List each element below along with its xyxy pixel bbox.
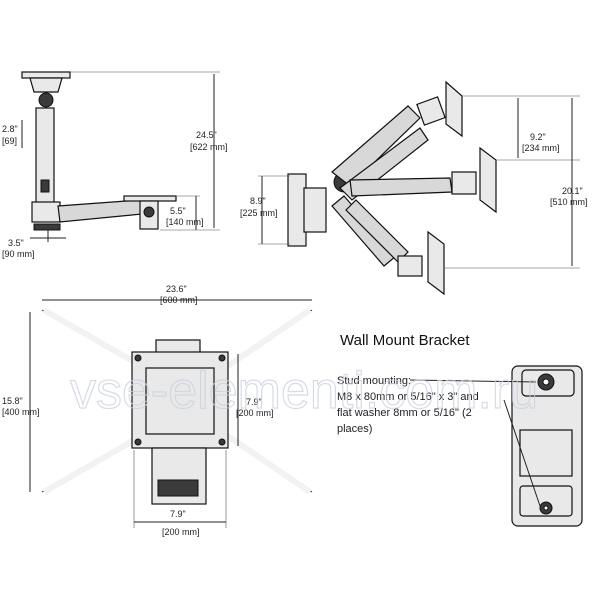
- front-rail-lower-right: [219, 429, 313, 495]
- side-top-plate: [21, 71, 71, 79]
- bracket-note-line-3: flat washer 8mm or 5/16" (2: [337, 407, 472, 419]
- front-width-mm-label: [600 mm]: [160, 295, 198, 305]
- side-view: 24.5" [622 mm] 2.8" [69] 5.5" [140 mm] 3…: [2, 71, 228, 259]
- motion-middle-arm: [349, 177, 453, 197]
- side-head-knob: [143, 206, 155, 218]
- motion-wall-plate: [287, 173, 307, 247]
- front-vesa-h-label: 7.9": [246, 397, 262, 407]
- motion-view: 8.9" [225 mm] 9.2" [234 mm] 20.1" [510 m…: [240, 80, 588, 296]
- motion-plate-height-label: 8.9": [250, 196, 266, 206]
- bracket-bottom-block: [519, 485, 573, 517]
- side-top-width-mm-label: [69]: [2, 136, 17, 146]
- motion-wall-block: [303, 187, 327, 233]
- motion-upper-arm: [331, 105, 421, 187]
- bracket-top-bolt-inner: [542, 378, 550, 386]
- front-rail-upper-right: [219, 307, 313, 373]
- motion-middle-head: [451, 171, 477, 195]
- motion-total-height-label: 20.1": [562, 186, 583, 196]
- side-head-plate: [123, 195, 177, 202]
- bracket-leader-top: [409, 379, 537, 383]
- front-vesa-hole-tr: [218, 354, 226, 362]
- front-vesa-h-mm-label: [200 mm]: [236, 408, 274, 418]
- front-vesa-hole-bl: [134, 438, 142, 446]
- side-height-mm-label: [622 mm]: [190, 142, 228, 152]
- side-base-width-label: 3.5": [8, 238, 24, 248]
- side-top-width-label: 2.8": [2, 124, 18, 134]
- bracket-note-line-2: M8 x 80mm or 5/16" x 3" and: [337, 391, 479, 403]
- motion-lower-plate: [427, 230, 445, 296]
- bracket-note-line-4: places): [337, 423, 372, 435]
- bracket-section: Wall Mount Bracket Stud mounting: M8 x 8…: [337, 332, 583, 527]
- front-height-mm-label: [400 mm]: [2, 407, 40, 417]
- front-vesa-hole-tl: [134, 354, 142, 362]
- front-vesa-hole-br: [218, 438, 226, 446]
- front-height-label: 15.8": [2, 396, 23, 406]
- side-column-slot: [40, 179, 50, 193]
- side-drop-mm-label: [140 mm]: [166, 217, 204, 227]
- motion-lower-head: [397, 255, 423, 277]
- front-vesa-w-label: 7.9": [170, 509, 186, 519]
- side-pivot-top: [38, 92, 54, 108]
- side-drop-label: 5.5": [170, 206, 186, 216]
- front-view: 23.6" [600 mm] 15.8" [400 mm] 7.9" [200 …: [2, 284, 313, 537]
- front-vesa-w-mm-label: [200 mm]: [162, 527, 200, 537]
- bracket-bottom-bolt-inner: [543, 505, 549, 511]
- motion-total-height-mm-label: [510 mm]: [550, 197, 588, 207]
- bracket-title: Wall Mount Bracket: [340, 332, 470, 349]
- front-width-label: 23.6": [166, 284, 187, 294]
- watermark-text: vse-elementi.com.ru: [70, 362, 538, 420]
- side-base-width-mm-label: [90 mm]: [2, 249, 35, 259]
- front-vesa-inner: [145, 367, 215, 435]
- bracket-leader-bottom: [503, 399, 541, 507]
- motion-plate-height-mm-label: [225 mm]: [240, 208, 278, 218]
- motion-middle-plate: [479, 146, 497, 214]
- front-lower-slot: [157, 479, 199, 497]
- motion-upper-plate: [445, 80, 463, 138]
- side-lower-joint: [31, 201, 61, 223]
- side-base: [33, 223, 61, 231]
- motion-upper-head: [416, 96, 446, 126]
- bracket-note-line-1: Stud mounting:: [337, 375, 411, 387]
- motion-reach-label: 9.2": [530, 132, 546, 142]
- bracket-window: [519, 429, 573, 477]
- side-top-head: [29, 77, 63, 93]
- side-arm: [57, 199, 143, 223]
- side-height-label: 24.5": [196, 130, 217, 140]
- motion-reach-mm-label: [234 mm]: [522, 143, 560, 153]
